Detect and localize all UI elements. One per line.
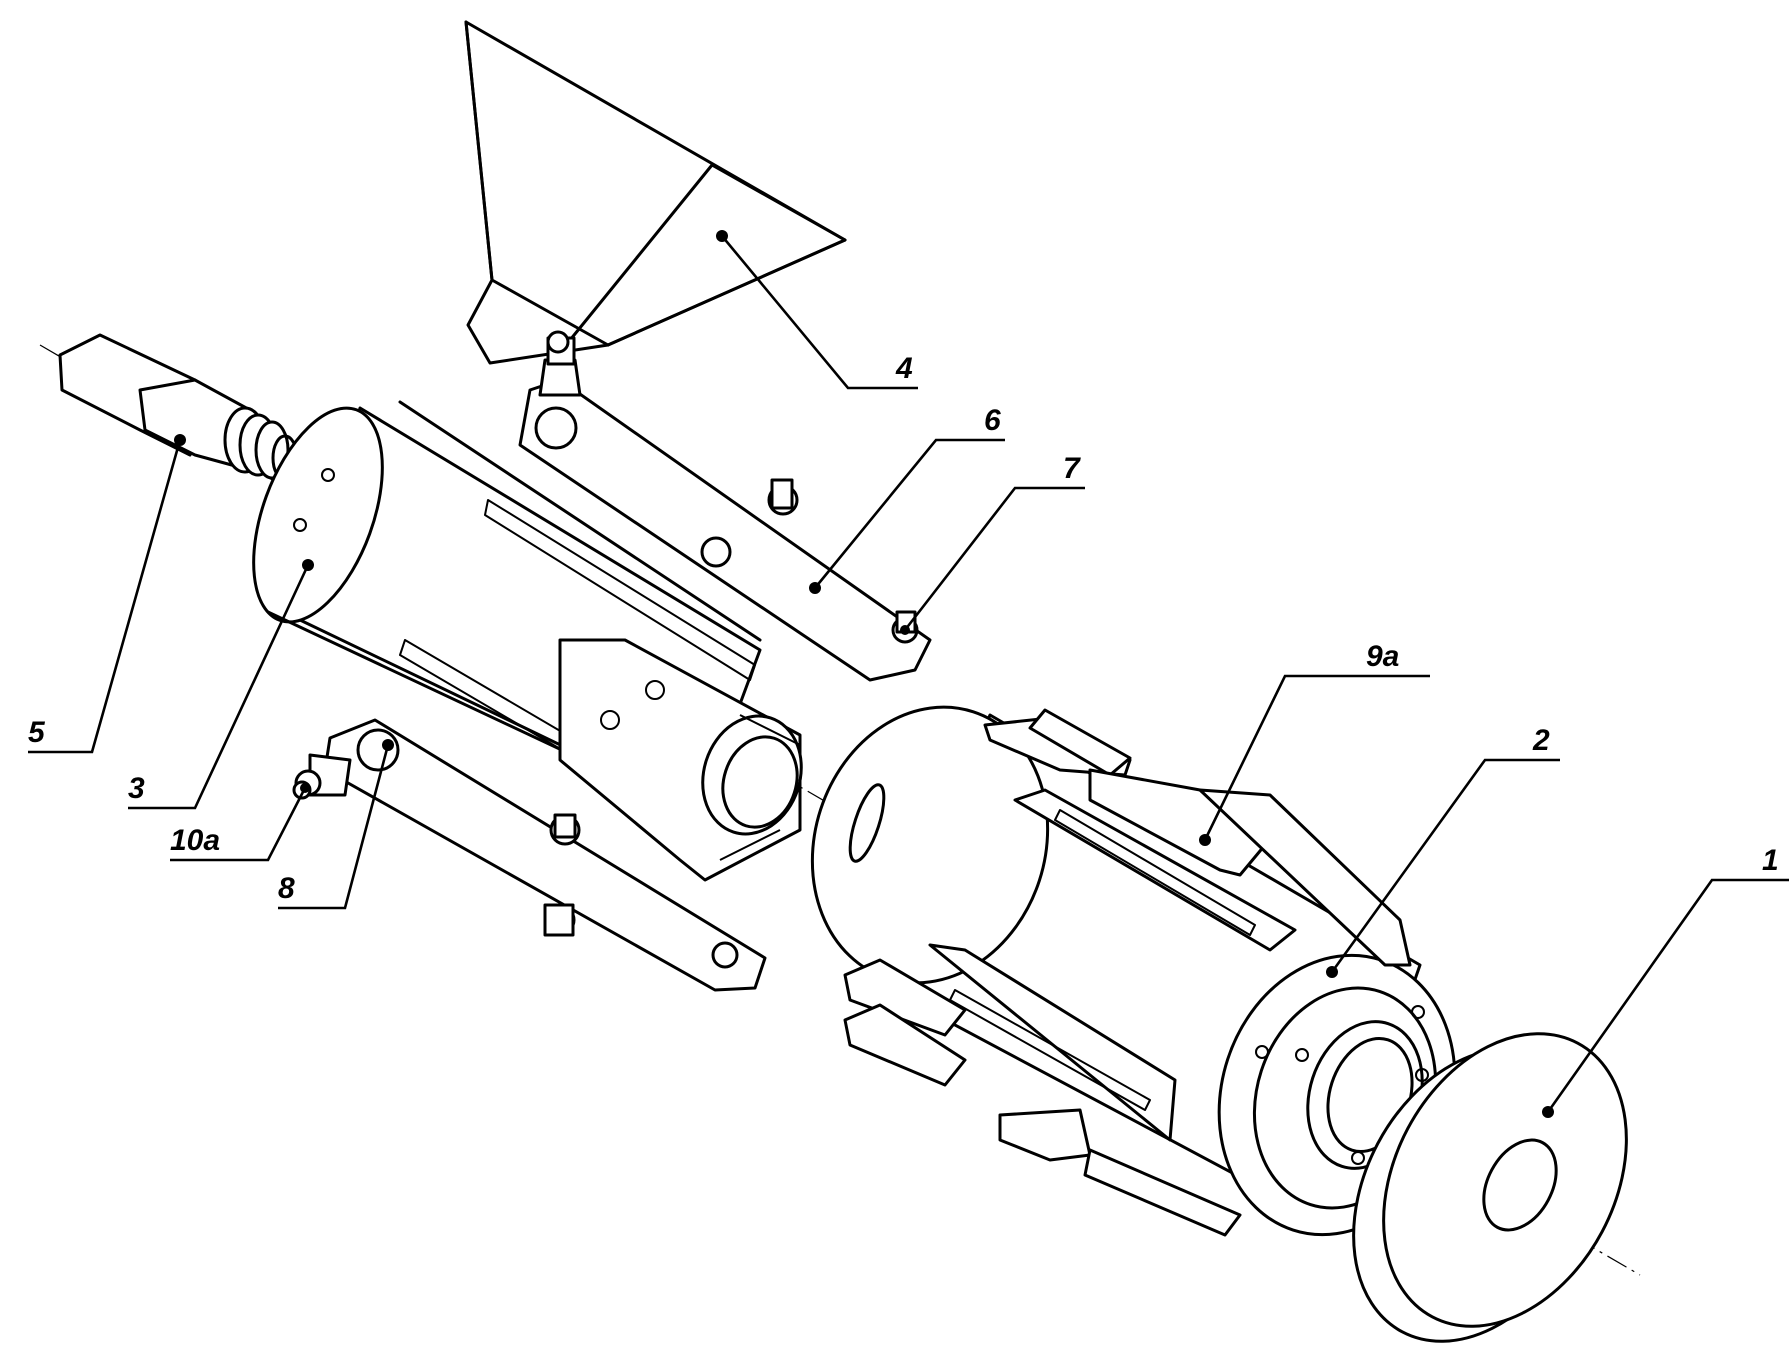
label-4: 4: [895, 352, 913, 385]
label-8: 8: [278, 872, 295, 905]
label-3: 3: [128, 772, 145, 805]
rotor: [252, 400, 803, 882]
shaft: [58, 333, 299, 482]
callout-4: 4: [716, 230, 918, 390]
callout-2: 2: [1326, 724, 1560, 978]
stator: [810, 705, 1457, 1237]
callout-10a: 10a: [170, 783, 310, 862]
callout-9a: 9a: [1199, 640, 1430, 846]
label-9a: 9a: [1366, 640, 1399, 673]
label-6: 6: [984, 404, 1001, 437]
label-5: 5: [28, 716, 46, 749]
label-7: 7: [1063, 452, 1081, 485]
callout-6: 6: [809, 404, 1005, 594]
end-disc: [1352, 1032, 1628, 1343]
label-1: 1: [1762, 844, 1779, 877]
callout-5: 5: [28, 434, 186, 754]
callout-3: 3: [128, 559, 314, 810]
callout-7: 7: [900, 452, 1085, 635]
lower-lever: [292, 718, 767, 992]
label-2: 2: [1532, 724, 1550, 757]
upper-lever: [518, 330, 932, 682]
hopper: [464, 20, 847, 365]
callout-1: 1: [1542, 844, 1789, 1118]
label-10a: 10a: [170, 824, 220, 857]
callout-8: 8: [278, 739, 394, 910]
